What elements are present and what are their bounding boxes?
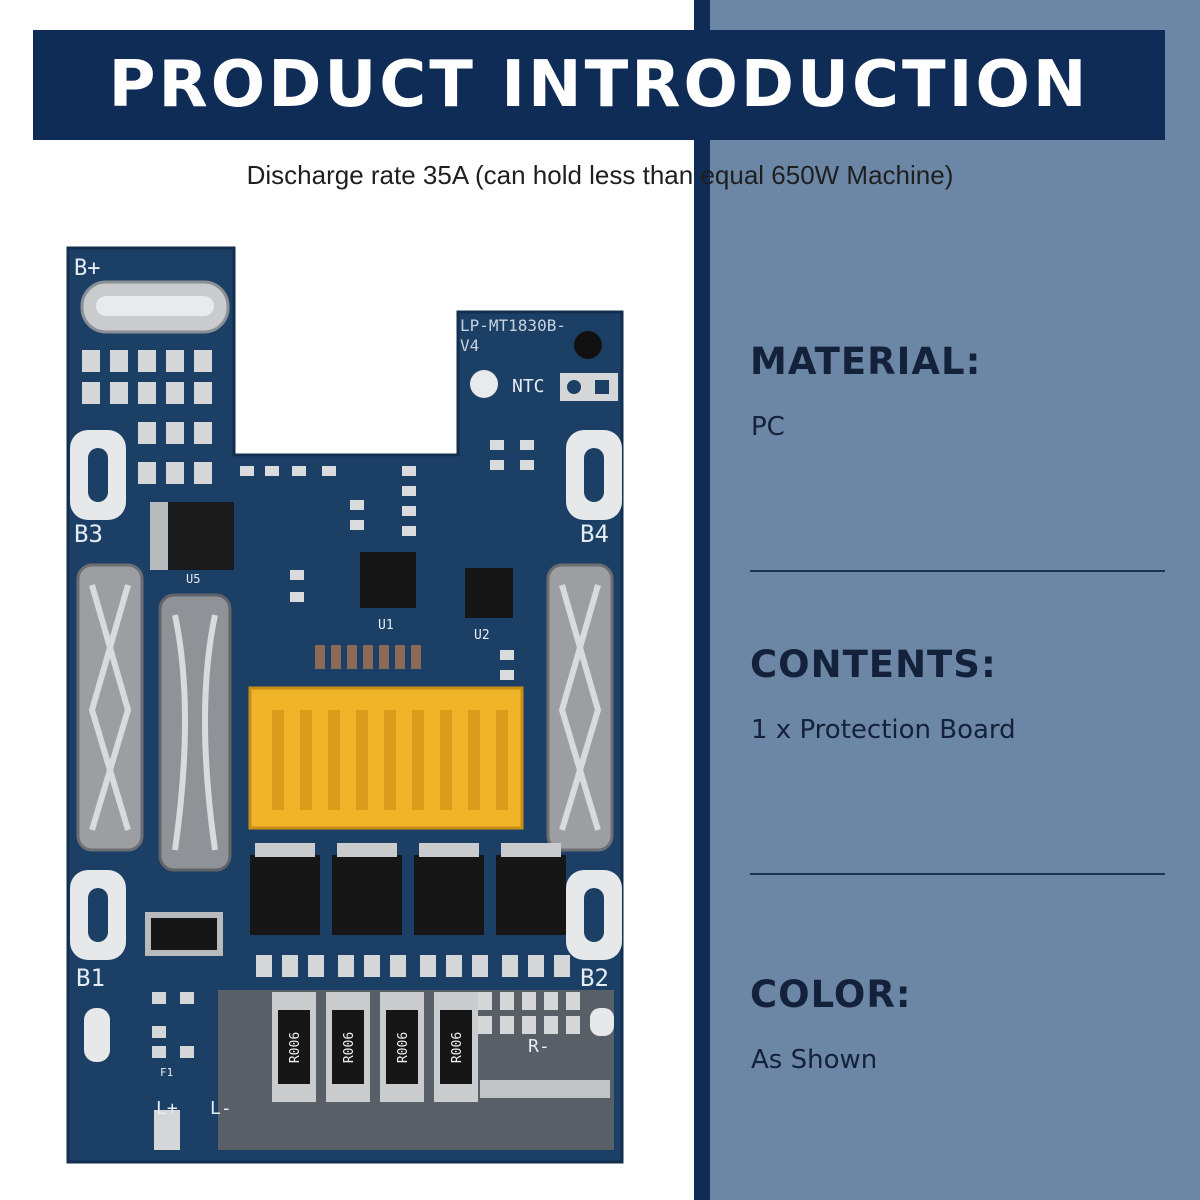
pcb-drawing bbox=[66, 246, 624, 1164]
shunt-resistor-label: R006 bbox=[396, 1031, 412, 1064]
color-value: As Shown bbox=[751, 1045, 878, 1075]
divider bbox=[750, 873, 1165, 875]
shunt-resistor-label: R006 bbox=[342, 1031, 358, 1064]
color-heading: COLOR: bbox=[750, 973, 912, 1016]
label-u2: U2 bbox=[474, 628, 490, 643]
shunt-resistor-label: R006 bbox=[450, 1031, 466, 1064]
label-b4: B4 bbox=[580, 520, 609, 548]
divider bbox=[750, 570, 1165, 572]
board-model-label: LP-MT1830B- bbox=[460, 316, 566, 335]
protection-board-image: B+ B3 B4 B1 B2 LP-MT1830B- V4 NTC U1 U2 … bbox=[60, 240, 630, 1170]
contents-value: 1 x Protection Board bbox=[751, 715, 1016, 745]
label-b-plus: B+ bbox=[74, 256, 101, 281]
label-ntc: NTC bbox=[512, 376, 545, 397]
title-banner: PRODUCT INTRODUCTION bbox=[33, 30, 1165, 140]
material-value: PC bbox=[751, 412, 785, 442]
board-version-label: V4 bbox=[460, 336, 480, 355]
spec-panel bbox=[694, 0, 1200, 1200]
label-u5: U5 bbox=[186, 572, 201, 586]
label-b3: B3 bbox=[74, 520, 103, 548]
shunt-resistor-label: R006 bbox=[288, 1031, 304, 1064]
label-l-plus: L+ bbox=[156, 1098, 178, 1119]
label-f1: F1 bbox=[160, 1066, 174, 1079]
panel-edge-stripe bbox=[694, 0, 710, 1200]
label-l-minus: L- bbox=[210, 1098, 232, 1119]
contents-heading: CONTENTS: bbox=[750, 643, 997, 686]
material-heading: MATERIAL: bbox=[750, 340, 982, 383]
page-title: PRODUCT INTRODUCTION bbox=[108, 48, 1090, 122]
label-b2: B2 bbox=[580, 964, 609, 992]
label-u1: U1 bbox=[378, 618, 394, 633]
label-r-minus: R- bbox=[528, 1036, 550, 1057]
discharge-rate-text: Discharge rate 35A (can hold less than e… bbox=[246, 160, 954, 190]
label-b1: B1 bbox=[76, 964, 105, 992]
